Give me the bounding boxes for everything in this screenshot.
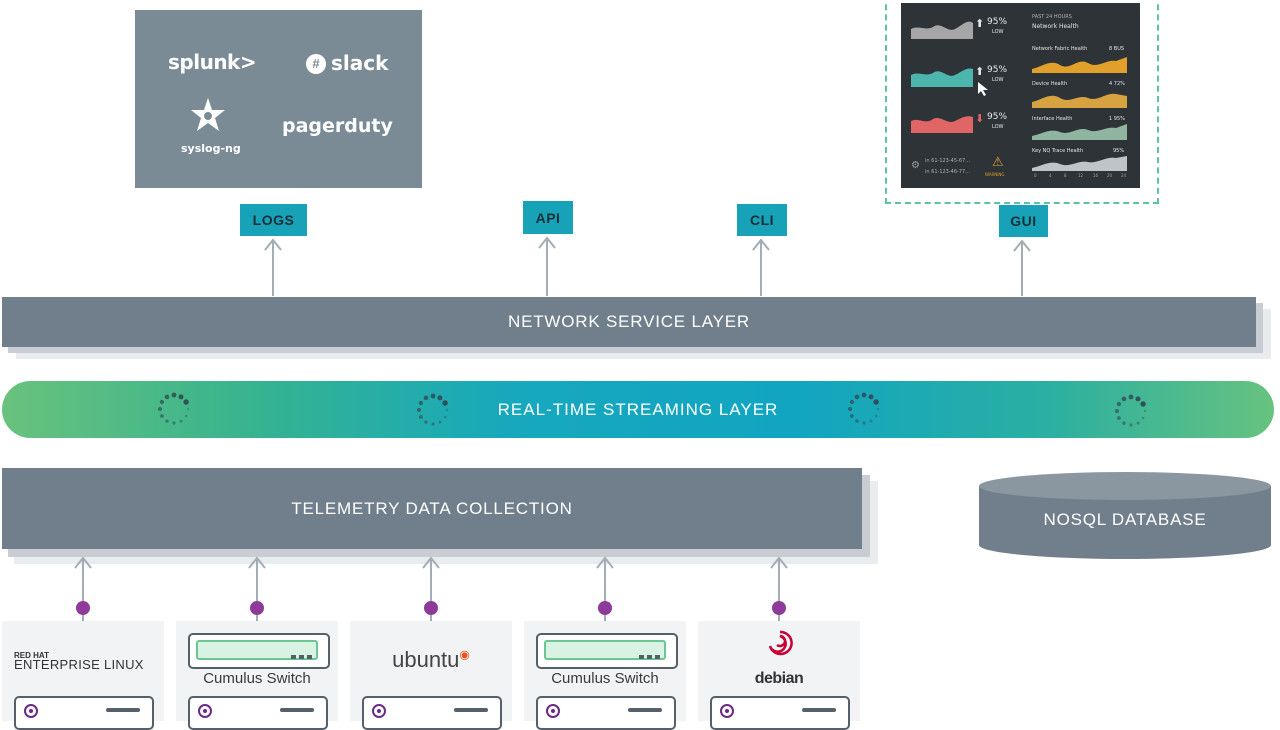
database-cylinder-icon (979, 472, 1271, 559)
chart-area-4 (1032, 156, 1127, 171)
past-period-label: PAST 24 HOURS (1032, 14, 1072, 20)
health-sub-2: LOW (992, 77, 1004, 83)
slack-logo: slack (331, 51, 389, 75)
chart-label-4: Key NQ Trace Health (1032, 148, 1084, 154)
chart-label-2: Device Health (1032, 81, 1068, 87)
server-icon (14, 696, 154, 730)
chart-value-4: 95% (1113, 148, 1125, 154)
health-sparkline-3 (911, 116, 973, 133)
chart-value-2: 4 72% (1109, 81, 1125, 87)
health-sub-3: LOW (992, 124, 1004, 130)
real-time-streaming-layer: REAL-TIME STREAMING LAYER (2, 381, 1274, 438)
health-value-3: 95% (987, 112, 1008, 122)
spinner-icon (1115, 394, 1147, 427)
spinner-icon (158, 392, 190, 425)
nosql-database: NOSQL DATABASE (979, 472, 1271, 559)
syslog-ng-logo: syslog-ng (181, 142, 241, 155)
chart-label-1: Network Fabric Health (1032, 46, 1088, 52)
axis-tick: 16 (1093, 173, 1099, 178)
gui-dashboard: ⬆ 95% LOW ⬆ 95% LOW ⬇ 95% LOW ⚙ in 61-12… (901, 3, 1140, 188)
server-icon (710, 696, 850, 730)
network-service-layer: NETWORK SERVICE LAYER (2, 297, 1256, 347)
connector-dot (424, 601, 438, 615)
health-value-2: 95% (987, 65, 1008, 75)
warning-label: WARNING (985, 172, 1005, 177)
redhat-line1: RED HAT (14, 651, 49, 660)
connector-dot (250, 601, 264, 615)
devices-icon: ⚙ (911, 160, 920, 171)
chart-area-2 (1032, 93, 1127, 108)
api-tag: API (523, 201, 573, 234)
footer-line-1: in 61-123-45-67... (925, 158, 970, 164)
health-sub-1: LOW (992, 29, 1004, 35)
warning-icon: ⚠ (992, 155, 1004, 170)
connector-dot (76, 601, 90, 615)
source-card-cumulus-2: Cumulus Switch (524, 621, 686, 730)
syslog-ng-icon (191, 98, 225, 131)
trend-down-icon: ⬇ (975, 112, 985, 125)
pagerduty-logo: pagerduty (282, 115, 393, 137)
dashboard-axis: 0 4 8 12 16 20 24 (1032, 173, 1127, 181)
spinner-icon (417, 393, 449, 426)
axis-tick: 8 (1064, 173, 1067, 178)
source-card-debian: debian (698, 621, 860, 730)
axis-tick: 0 (1034, 173, 1037, 178)
source-card-ubuntu: ubuntu◉ (350, 621, 512, 730)
debian-logo: debian (754, 670, 804, 687)
redhat-line2: ENTERPRISE LINUX (14, 657, 144, 672)
slack-icon: # (306, 54, 326, 74)
dashboard-title: Network Health (1032, 23, 1079, 30)
integrations-panel: splunk> # slack syslog-ng pagerduty (135, 10, 422, 188)
database-label: NOSQL DATABASE (1043, 510, 1207, 529)
source-label: Cumulus Switch (203, 670, 311, 687)
trend-up-icon: ⬆ (975, 65, 985, 78)
source-label: Cumulus Switch (551, 670, 659, 687)
chart-value-3: 1 95% (1109, 116, 1125, 122)
chart-area-3 (1032, 124, 1127, 140)
ubuntu-circle-icon: ◉ (459, 647, 470, 662)
logs-tag: LOGS (240, 204, 307, 236)
server-icon (188, 696, 328, 730)
telemetry-data-collection: TELEMETRY DATA COLLECTION (2, 468, 862, 549)
health-sparkline-2 (911, 68, 973, 87)
axis-tick: 20 (1107, 173, 1113, 178)
cli-tag: CLI (737, 204, 787, 236)
gui-tag: GUI (999, 205, 1048, 237)
trend-up-icon: ⬆ (975, 17, 985, 30)
axis-tick: 12 (1078, 173, 1084, 178)
axis-tick: 24 (1121, 173, 1127, 178)
footer-line-2: in 61-123-46-77... (925, 169, 970, 175)
server-icon (362, 696, 502, 730)
health-sparkline-1 (911, 21, 973, 39)
gui-dashboard-frame (885, 0, 1159, 204)
connector-dot (772, 601, 786, 615)
chart-value-1: 8 BUS (1109, 46, 1125, 52)
source-card-cumulus-1: Cumulus Switch (176, 621, 338, 730)
server-icon (536, 696, 676, 730)
source-card-redhat: RED HAT ENTERPRISE LINUX (2, 621, 164, 730)
switch-icon (536, 633, 678, 669)
ubuntu-logo: ubuntu◉ (392, 647, 470, 672)
splunk-logo: splunk> (168, 50, 257, 74)
debian-swirl-icon (768, 630, 793, 656)
connector-dot (598, 601, 612, 615)
switch-icon (188, 633, 330, 669)
axis-tick: 4 (1049, 173, 1052, 178)
chart-label-3: Interface Health (1032, 116, 1073, 122)
spinner-icon (848, 392, 880, 425)
health-value-1: 95% (987, 17, 1008, 27)
chart-area-1 (1032, 57, 1127, 73)
streaming-layer-label: REAL-TIME STREAMING LAYER (497, 399, 779, 419)
cursor-icon (978, 82, 988, 96)
